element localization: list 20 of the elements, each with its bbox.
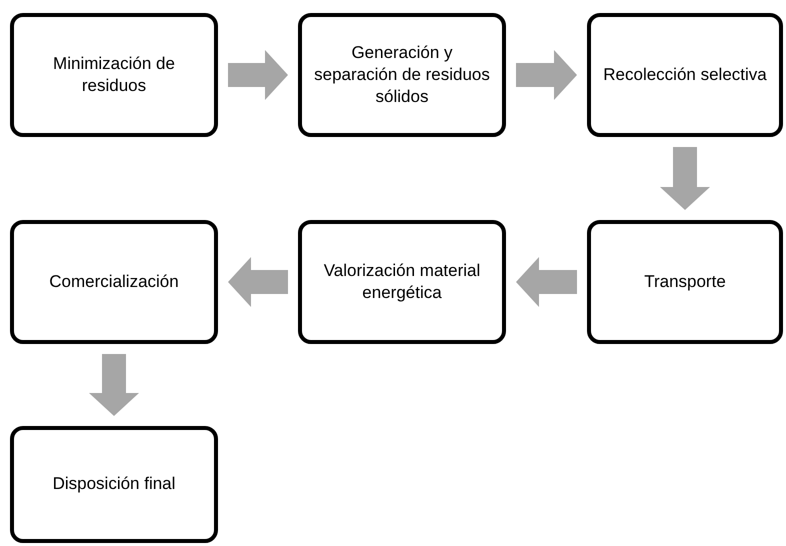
process-box (10, 220, 218, 344)
block-arrow (660, 147, 710, 210)
step-label: Disposición final (52, 473, 176, 496)
process-box (298, 220, 506, 344)
process-box (10, 13, 218, 137)
block-arrow (228, 50, 288, 100)
block-arrow (89, 354, 139, 416)
step-label: Transporte (644, 270, 726, 293)
block-arrow (228, 257, 288, 307)
step-label: Recolección selectiva (603, 64, 767, 86)
step-label: Minimización de residuos (52, 52, 176, 97)
process-box (10, 426, 218, 543)
process-box (587, 13, 783, 137)
block-arrow (516, 50, 577, 100)
step-label: Generación y separación de residuos sólidos (313, 42, 491, 108)
step-label: Comercialización (49, 270, 179, 293)
process-box (298, 13, 506, 137)
step-label: Valorización material energética (322, 260, 482, 304)
block-arrow (516, 257, 577, 307)
process-box (587, 220, 783, 344)
